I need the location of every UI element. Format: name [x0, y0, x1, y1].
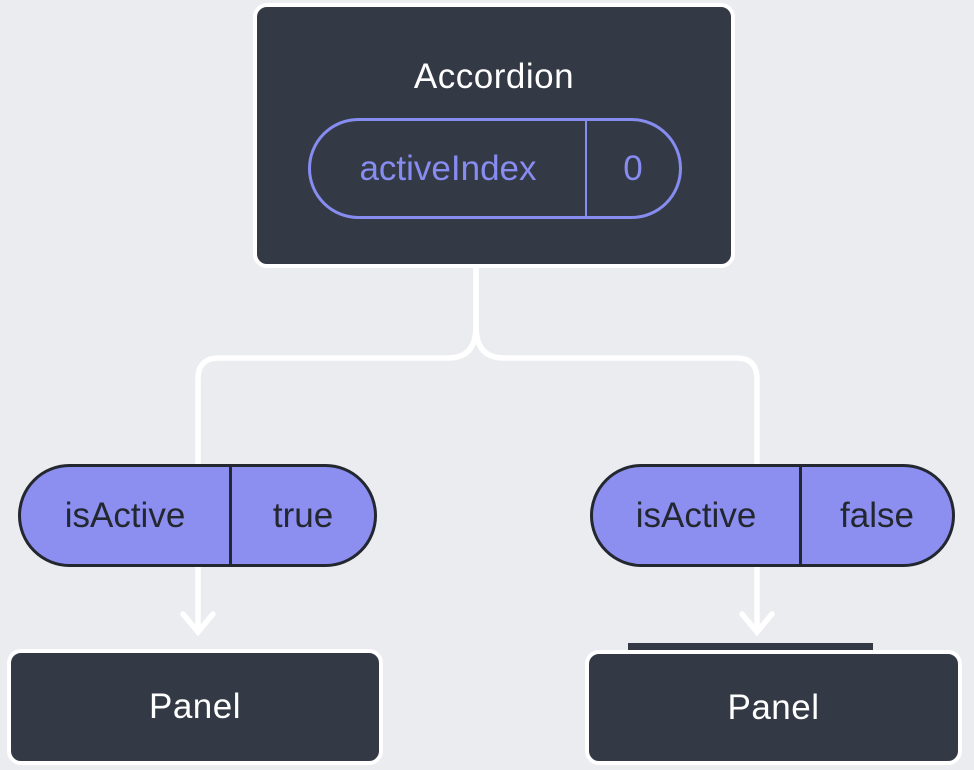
state-pill-activeindex: activeIndex 0 — [308, 118, 682, 219]
state-pill-value: 0 — [623, 148, 643, 188]
panel-node-left: Panel — [7, 649, 383, 765]
prop-pill-left-label: isActive — [21, 467, 232, 564]
arrowhead-right-icon — [739, 611, 775, 637]
prop-pill-right-value: false — [840, 495, 914, 535]
prop-pill-left-value: true — [272, 495, 334, 535]
accordion-title: Accordion — [413, 57, 575, 96]
prop-pill-isactive-false: isActive false — [590, 464, 955, 567]
state-pill-label: activeIndex — [311, 121, 587, 216]
panel-right-title: Panel — [727, 687, 820, 727]
connector-right-branch — [473, 264, 760, 629]
accordion-node: Accordion activeIndex 0 — [253, 3, 735, 268]
panel-node-right: Panel — [585, 650, 962, 765]
connector-left-branch — [195, 264, 479, 629]
panel-left-title: Panel — [148, 687, 242, 726]
prop-pill-right-label: isActive — [593, 467, 802, 564]
prop-pill-isactive-true: isActive true — [18, 464, 377, 567]
arrowhead-left-icon — [180, 611, 216, 637]
